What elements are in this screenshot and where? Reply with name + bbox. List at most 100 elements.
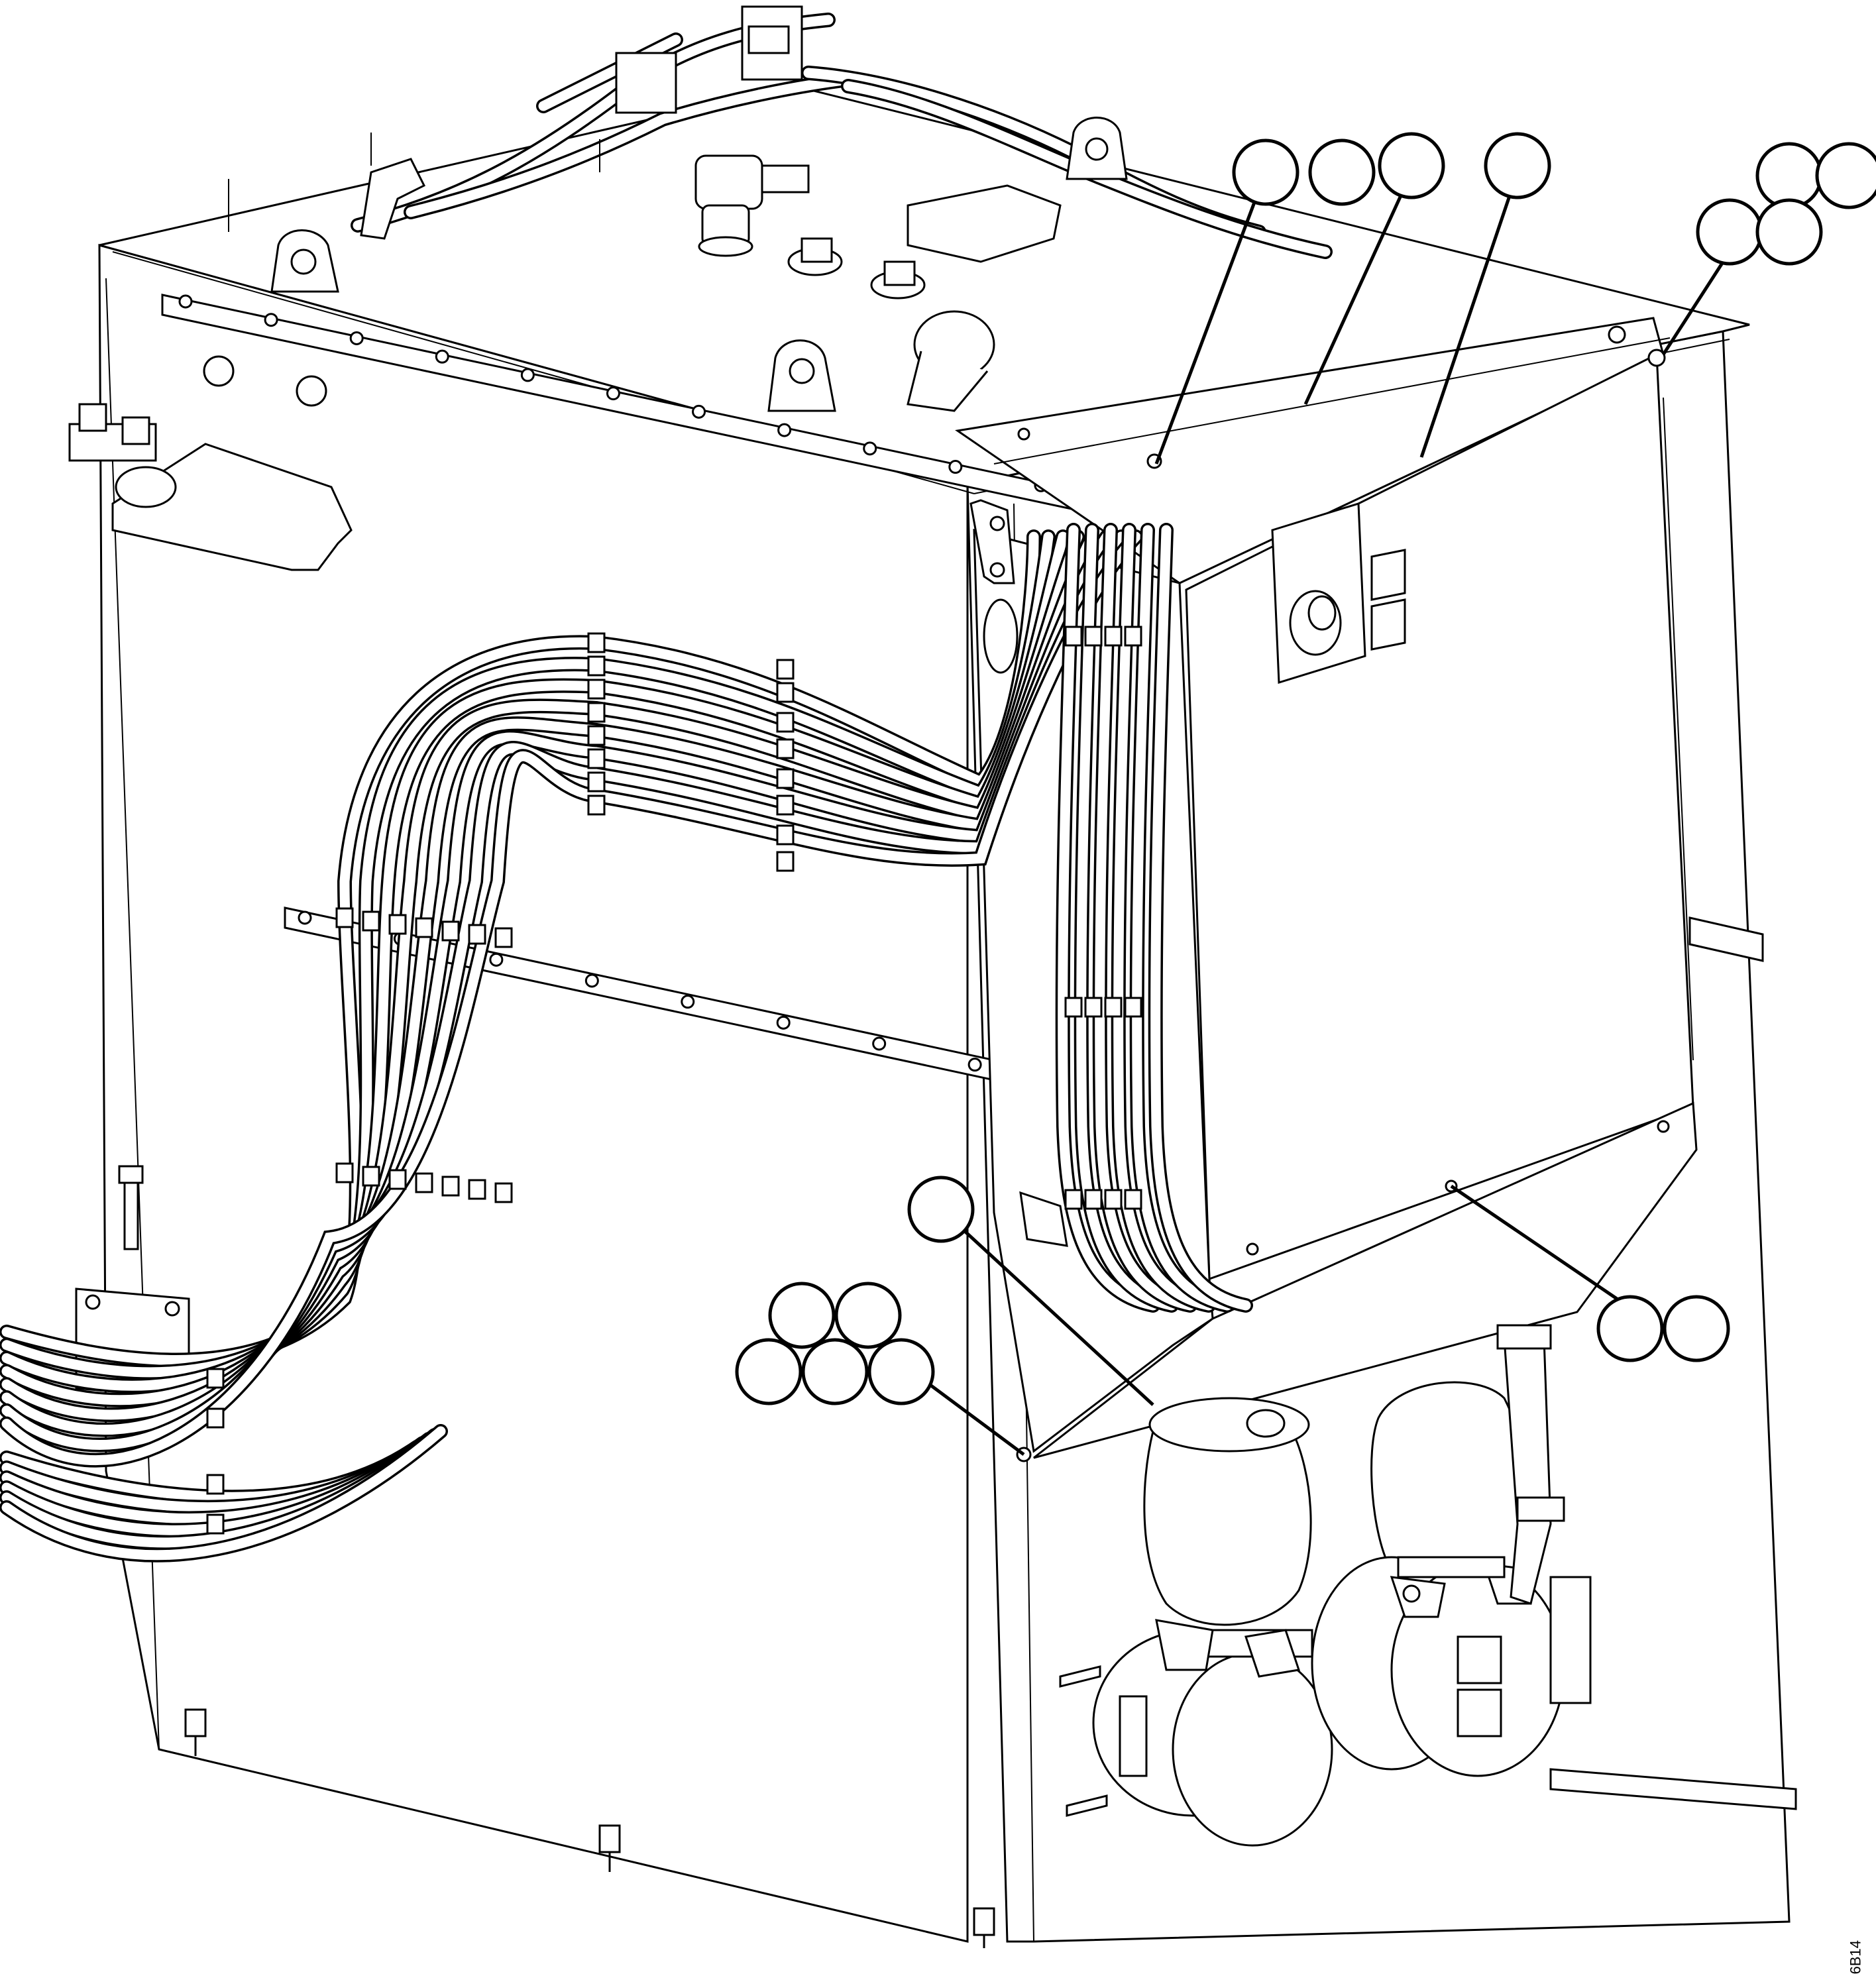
bolt <box>692 404 706 419</box>
hose-clamp <box>587 725 606 746</box>
hose-clamp <box>587 679 606 700</box>
lifting-eye-right <box>1066 117 1128 180</box>
hose-clamp <box>587 795 606 816</box>
hose-clamp <box>1124 626 1142 647</box>
hose-clamp <box>1124 1189 1142 1210</box>
bolt <box>948 460 963 474</box>
hose-clamp <box>1084 997 1103 1018</box>
hose-core <box>1150 525 1251 1311</box>
bolt <box>967 1058 982 1072</box>
hose-clamp <box>415 1172 433 1193</box>
callout-right-4 <box>1755 198 1823 266</box>
hose-clamp <box>206 1368 225 1389</box>
bolt <box>489 952 504 967</box>
callout-top-2 <box>1308 138 1376 206</box>
hose-clamp <box>494 1182 513 1203</box>
figure-id: 6B14 <box>1847 1940 1863 1974</box>
hose-clamp <box>415 917 433 938</box>
hose-clamp <box>206 1407 225 1429</box>
hose-clamp <box>776 768 795 789</box>
bolt <box>872 1036 887 1051</box>
hose-clamp <box>468 1179 486 1200</box>
hose-core <box>1 531 1141 1466</box>
hose-clamp <box>1104 626 1123 647</box>
bolt <box>777 423 792 437</box>
hose-clamp <box>388 914 407 935</box>
cable-reels <box>1059 1324 1592 1847</box>
callout-top-4 <box>1484 132 1551 199</box>
hose-clamp <box>776 738 795 759</box>
hose-core <box>1095 525 1195 1311</box>
bolt <box>178 294 193 309</box>
bolt <box>264 313 278 327</box>
callout-bottomright-1 <box>1596 1295 1664 1362</box>
hose-clamp <box>776 712 795 733</box>
bolt <box>298 910 312 925</box>
hose-clamp <box>335 907 354 928</box>
hose-clamp <box>468 924 486 945</box>
cabinet-feet <box>184 1708 995 1948</box>
bolt <box>776 1015 791 1030</box>
hose-clamp <box>587 702 606 723</box>
hose-core <box>1132 525 1233 1311</box>
callout-top-1 <box>1232 138 1299 206</box>
callout-right-2 <box>1815 142 1876 209</box>
hose-core <box>1113 525 1214 1311</box>
hose-core <box>1076 525 1177 1311</box>
hose-clamp <box>441 920 460 942</box>
lifting-eye-left <box>270 229 339 293</box>
hose-clamp <box>1064 1189 1083 1210</box>
hose-clamp <box>441 1176 460 1197</box>
hose-core <box>1 1426 446 1561</box>
hose-clamp <box>1084 626 1103 647</box>
callout-circles <box>735 132 1876 1405</box>
bolt <box>606 386 620 401</box>
hose-clamp <box>1084 1189 1103 1210</box>
callout-top-3 <box>1378 132 1445 199</box>
hose-clamp <box>388 1169 407 1190</box>
hose-clamp <box>362 910 380 932</box>
hose-clamp <box>1064 626 1083 647</box>
hose-clamp <box>1104 997 1123 1018</box>
bolt <box>863 441 877 456</box>
callout-mid-1 <box>907 1176 975 1243</box>
hose-clamp <box>587 748 606 769</box>
left-mounting-bracket <box>68 403 353 571</box>
hose-clamp <box>206 1474 225 1495</box>
callout-lower-5 <box>867 1338 935 1405</box>
bolt <box>584 973 599 988</box>
callout-lower-1 <box>768 1282 836 1349</box>
callout-lower-4 <box>801 1338 869 1405</box>
callout-lower-2 <box>834 1282 902 1349</box>
hose-clamp <box>776 851 795 872</box>
callout-right-3 <box>1696 198 1763 266</box>
hose-clamp <box>1124 997 1142 1018</box>
hose-clamp <box>206 1513 225 1535</box>
hose-core <box>1058 525 1158 1311</box>
bolt <box>349 331 364 345</box>
hose-clamp <box>587 655 606 677</box>
lifting-eye-center <box>767 339 836 412</box>
bolt <box>435 349 449 364</box>
top-piping-assembly <box>203 5 1333 412</box>
hose-clamp <box>776 824 795 846</box>
door-latch <box>118 1165 144 1250</box>
hose-clamp <box>362 1166 380 1187</box>
hose-clamp <box>776 795 795 816</box>
hose-clamp <box>776 659 795 680</box>
bolt <box>681 995 695 1009</box>
callout-bottomright-2 <box>1663 1295 1730 1362</box>
hose-clamp <box>335 1162 354 1183</box>
hose-clamp <box>494 927 513 948</box>
hose-clamp <box>1064 997 1083 1018</box>
hose-clamp <box>776 682 795 703</box>
hose-clamp <box>587 632 606 653</box>
hose-harness <box>0 523 1253 1563</box>
bolt <box>520 368 535 382</box>
hose-clamp <box>1104 1189 1123 1210</box>
right-side-rail <box>1549 916 1797 1810</box>
hose-clamp <box>587 771 606 793</box>
callout-right-1 <box>1755 142 1823 209</box>
